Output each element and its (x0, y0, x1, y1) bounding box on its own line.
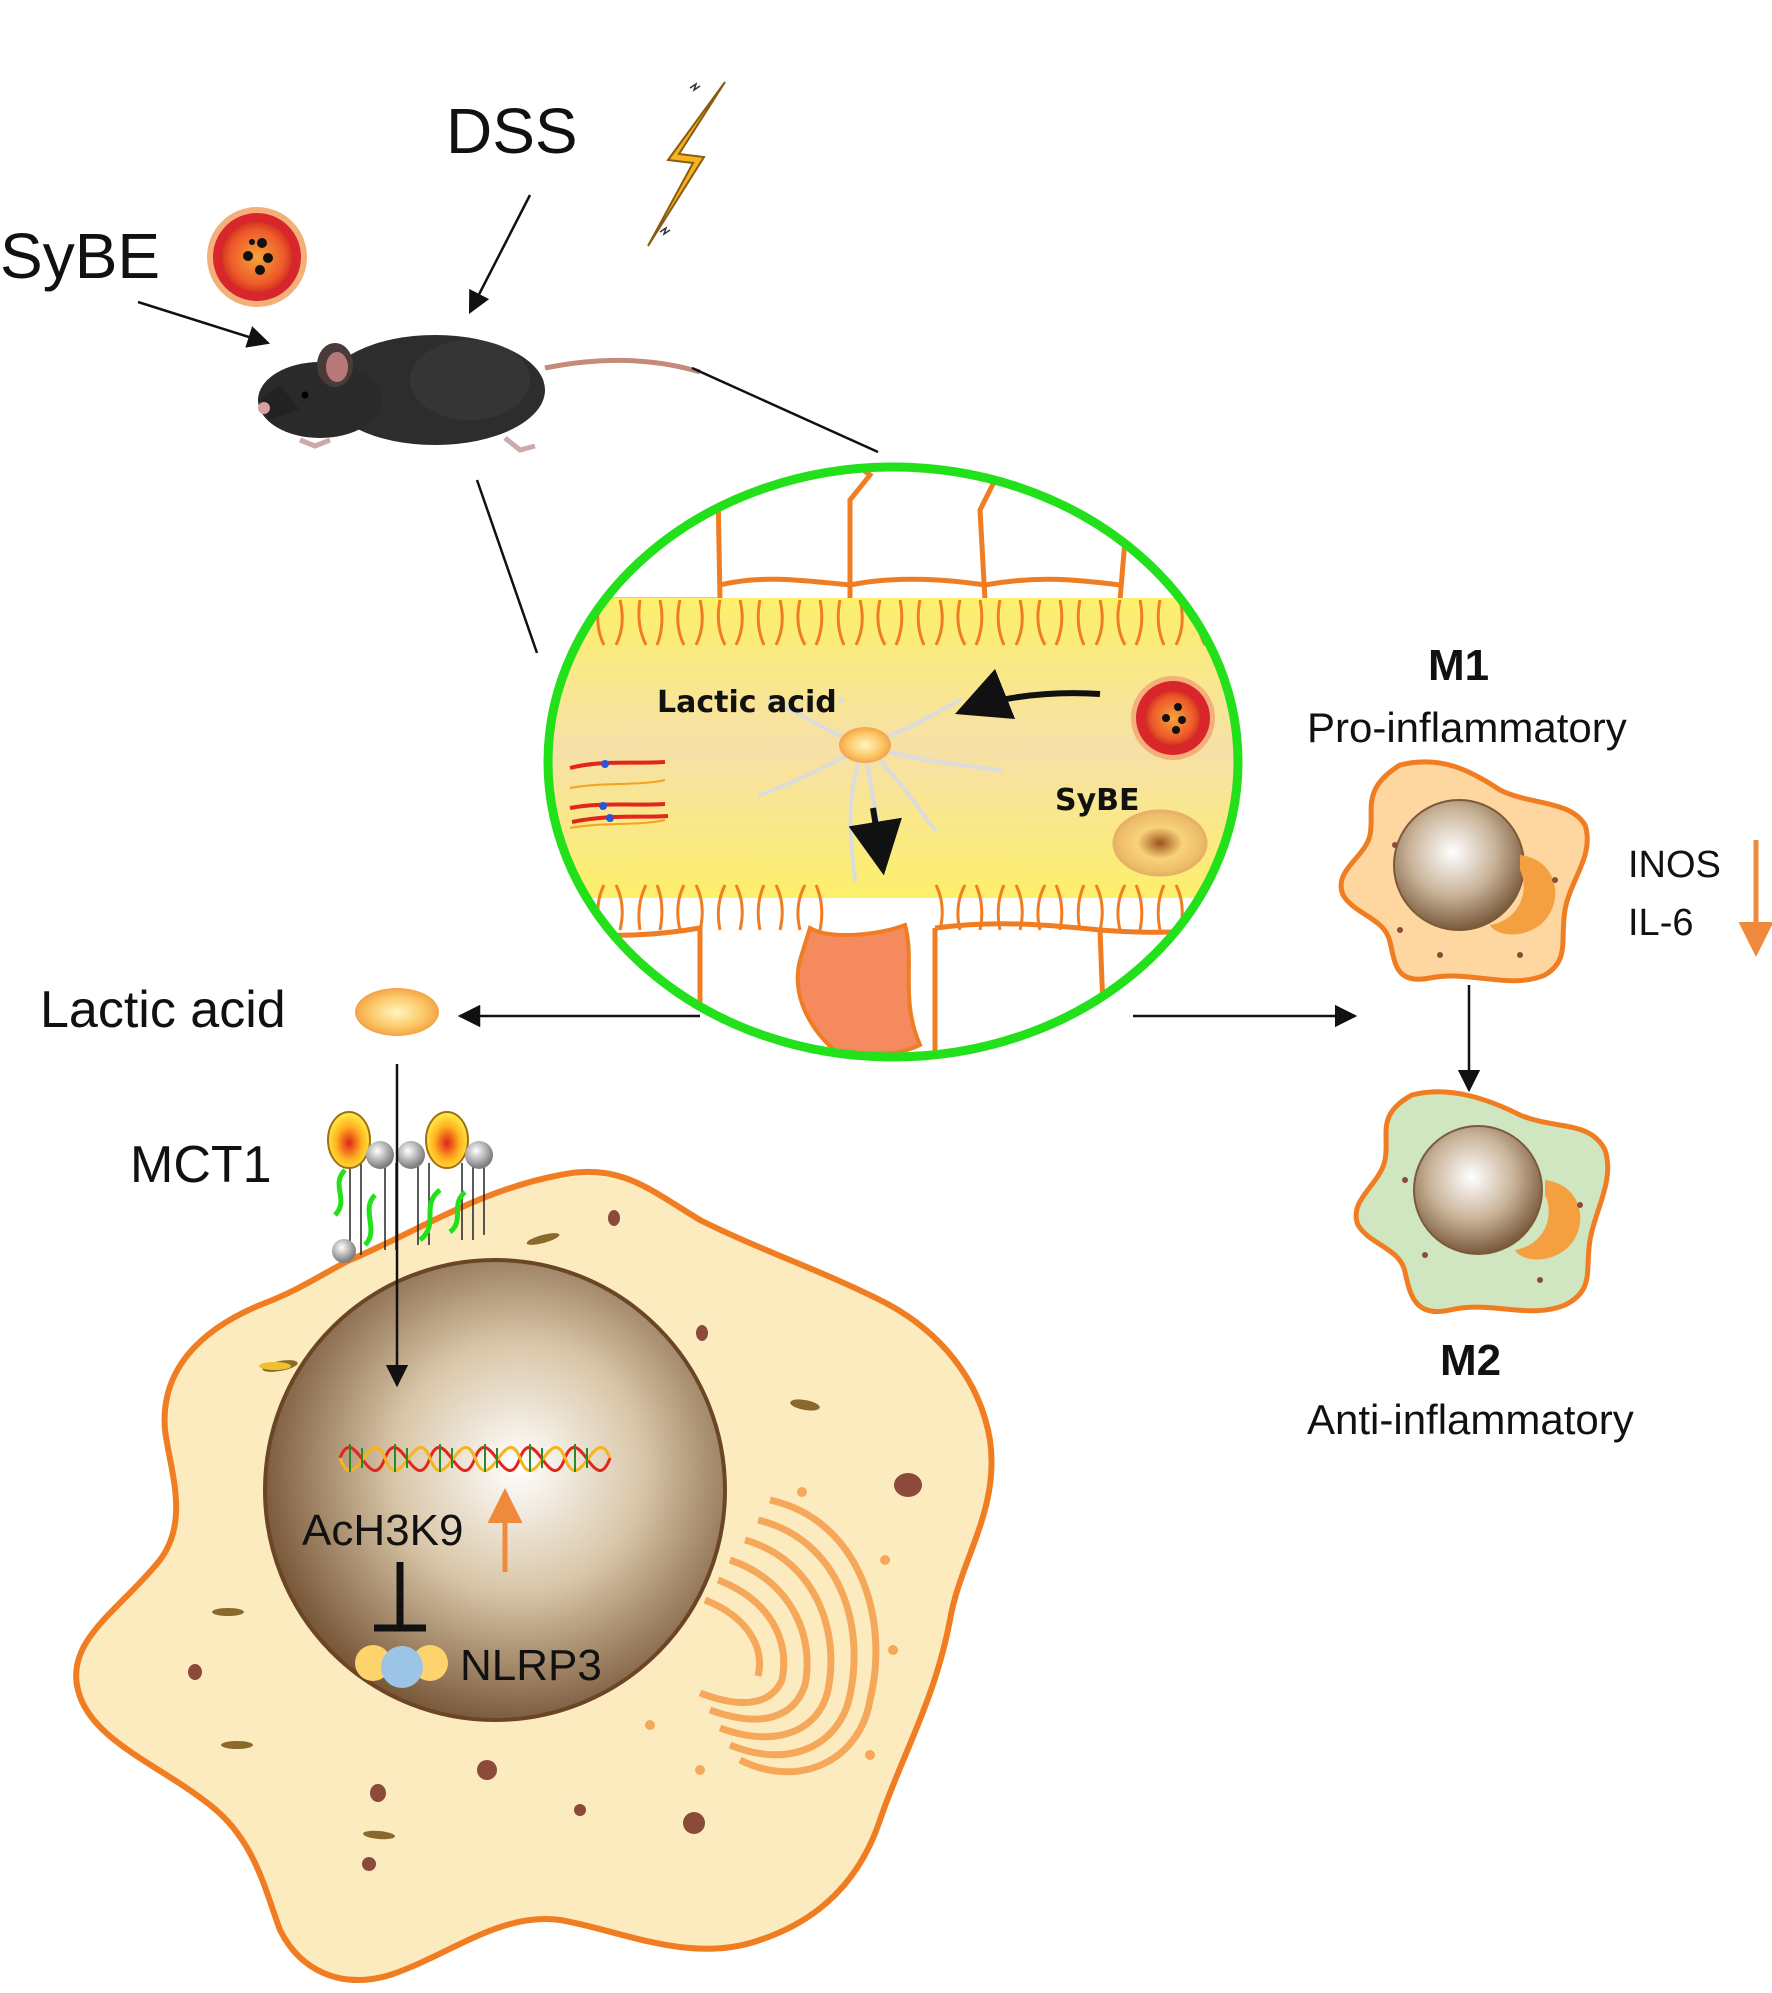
zoom-line-bottom (475, 479, 539, 654)
inhibition-symbol (374, 1562, 426, 1632)
ach3k9-label: AcH3K9 (302, 1506, 463, 1555)
mct1-transporter (327, 1111, 493, 1263)
mct1-label: MCT1 (130, 1136, 272, 1194)
m2-title: M2 (1440, 1336, 1501, 1385)
mouse-icon (258, 335, 701, 453)
il6-label: IL-6 (1628, 902, 1693, 944)
vesicles (188, 1210, 922, 1871)
inos-label: INOS (1628, 844, 1721, 886)
m1-title: M1 (1428, 641, 1489, 690)
golgi-icon (698, 1496, 880, 1776)
goblet-cell (795, 922, 923, 1057)
lactic-acid-icon (355, 988, 439, 1036)
sybe-digested-icon (1112, 809, 1208, 877)
sybe-circle-label: SyBE (1055, 783, 1140, 818)
sybe-particle-icon (1131, 676, 1215, 760)
sybe-arrow (137, 300, 271, 348)
m1-macrophage (1338, 759, 1590, 984)
m2-subtitle: Anti-inflammatory (1307, 1396, 1634, 1443)
zoom-line-top (691, 366, 879, 454)
nlrp3-icon (355, 1645, 448, 1688)
lightning-icon (647, 81, 726, 247)
m2-macrophage (1353, 1089, 1611, 1315)
sybe-label: SyBE (0, 220, 160, 292)
lactic-acid-label: Lactic acid (40, 981, 286, 1039)
dss-arrow (468, 194, 532, 315)
bacteria (569, 760, 669, 829)
dna-icon (338, 1444, 612, 1473)
sybe-particle-icon (207, 207, 307, 307)
dss-label: DSS (446, 95, 578, 167)
nlrp3-label: NLRP3 (460, 1641, 602, 1690)
zoom-ring (543, 462, 1243, 1062)
intestine-zoom-circle: Lactic acid SyBE (543, 462, 1243, 1062)
lactic-acid-circle-label: Lactic acid (657, 685, 837, 720)
m1-subtitle: Pro-inflammatory (1307, 704, 1627, 751)
